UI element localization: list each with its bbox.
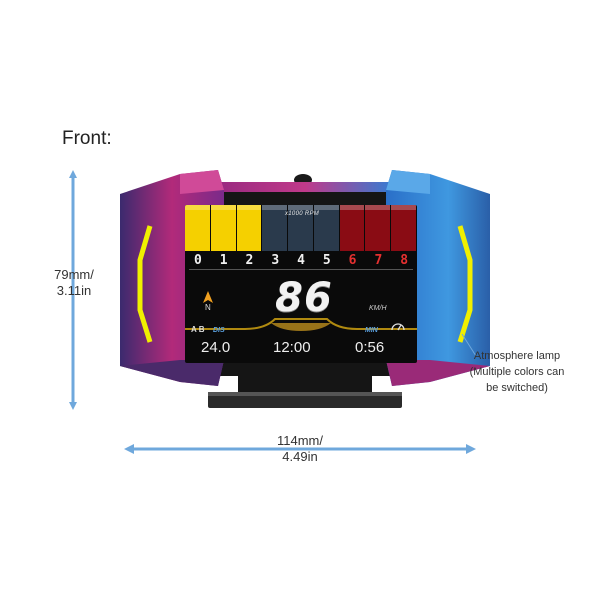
atmosphere-lamp-note-1: (Multiple colors can	[469, 366, 565, 378]
width-dimension-label: 114mm/ 4.49in	[255, 433, 345, 465]
speed-swoosh-graphic	[185, 318, 417, 331]
width-in: 4.49in	[282, 449, 318, 464]
rpm-number: 8	[400, 253, 409, 268]
height-in: 3.11in	[56, 283, 92, 298]
atmosphere-lamp-note-2: be switched)	[486, 382, 548, 394]
rpm-bar	[210, 205, 236, 251]
rpm-bar	[391, 205, 417, 251]
clock-value: 12:00	[273, 339, 311, 356]
distance-value: 24.0	[201, 339, 231, 356]
rpm-number: 0	[193, 253, 202, 268]
rpm-unit-label: x1000 RPM	[285, 211, 320, 217]
height-mm: 79mm/	[54, 267, 94, 282]
rpm-number: 1	[219, 253, 228, 268]
rpm-bar	[339, 205, 365, 251]
rpm-bar	[288, 205, 313, 251]
rpm-bar	[262, 205, 288, 251]
atmosphere-lamp-title: Atmosphere lamp	[473, 350, 561, 362]
rpm-number: 4	[297, 253, 305, 268]
rpm-bar-strip	[185, 205, 417, 251]
front-label: Front:	[62, 128, 112, 149]
rpm-bar	[313, 205, 339, 251]
speed-readout: 86	[275, 275, 333, 321]
rpm-bar	[365, 205, 391, 251]
minutes-label: MIN	[365, 327, 378, 334]
hud-screen: x1000 RPM 0 1 2 3 4 5 6 7 8 N 86 KM/H A …	[185, 205, 417, 363]
rpm-number: 3	[271, 253, 280, 268]
rpm-number: 5	[322, 253, 331, 268]
rpm-numbers: 0 1 2 3 4 5 6 7 8	[185, 253, 417, 269]
width-mm: 114mm/	[277, 433, 323, 448]
width-dimension-arrow	[124, 444, 476, 454]
rpm-number: 6	[348, 253, 357, 268]
atmosphere-lamp-label: Atmosphere lamp (Multiple colors can be …	[452, 348, 582, 396]
speed-unit: KM/H	[369, 305, 387, 312]
rpm-divider	[189, 269, 413, 270]
compass-arrow-icon	[203, 291, 213, 303]
gauge-icon	[391, 323, 405, 331]
rpm-number: 2	[245, 253, 254, 268]
height-dimension-arrow	[69, 170, 77, 410]
distance-label: DIS	[213, 327, 225, 334]
height-dimension-label: 79mm/ 3.11in	[44, 267, 104, 299]
minutes-value: 0:56	[355, 339, 385, 356]
rpm-number: 7	[374, 253, 383, 268]
compass-heading: N	[205, 303, 211, 312]
rpm-bar	[236, 205, 262, 251]
rpm-bar	[185, 205, 210, 251]
trip-ab-label: A B	[191, 325, 205, 334]
